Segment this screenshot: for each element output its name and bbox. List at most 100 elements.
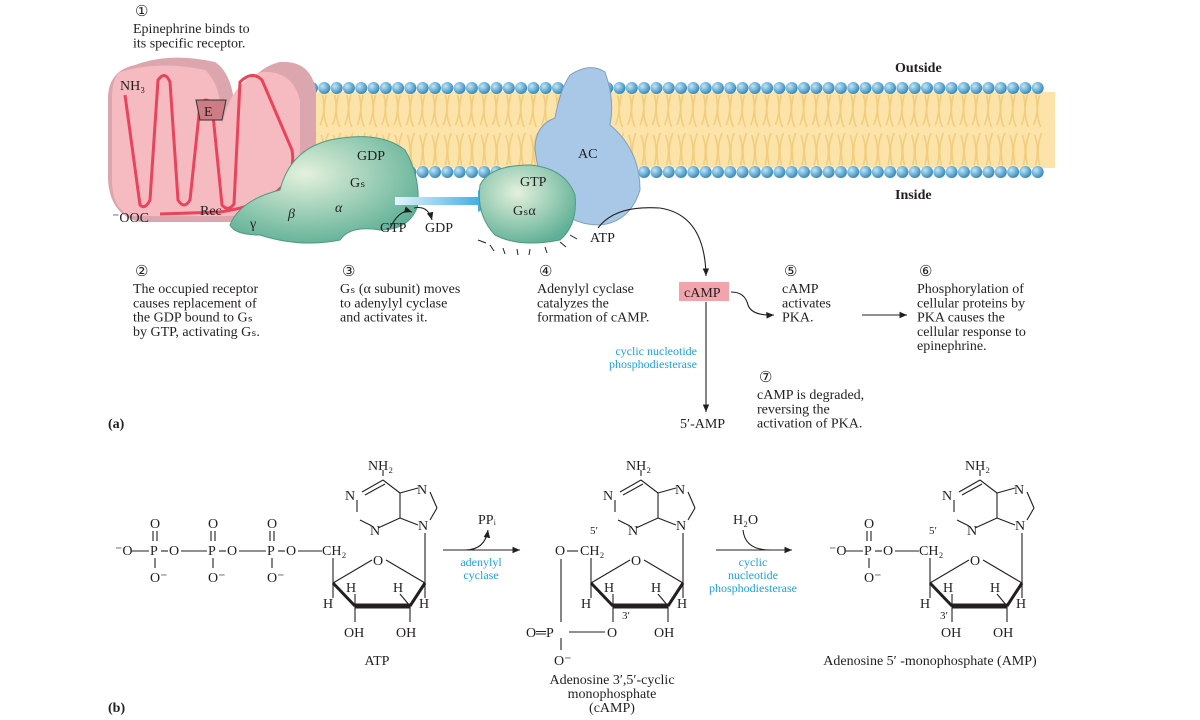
lipid-head (945, 166, 958, 178)
inside-label: Inside (895, 188, 932, 203)
lipid-tail (811, 94, 822, 166)
lipid-head (994, 166, 1007, 178)
n7-label: N (675, 483, 685, 498)
bond (996, 487, 1016, 494)
atp-name: ATP (365, 654, 390, 669)
bond (590, 559, 631, 584)
lipid-head (478, 166, 491, 178)
lipid-tail (627, 94, 637, 166)
lipid-head (367, 82, 380, 94)
lipid-tail (344, 94, 354, 166)
camp-name-1: Adenosine 3′,5′-cyclic (549, 673, 674, 688)
ch2-label: CH₂ (919, 544, 943, 559)
lipid-head (404, 82, 417, 94)
h-label: H (581, 597, 591, 612)
bond (331, 581, 357, 608)
lipid-tail (405, 94, 416, 166)
o-minus-label: O⁻ (554, 654, 572, 669)
step-text-line: activates (782, 296, 831, 311)
lipid-head (613, 82, 626, 94)
bond (979, 479, 998, 494)
lipid-head (342, 82, 355, 94)
lipid-head (527, 82, 540, 94)
step-number: ④ (539, 264, 552, 280)
lipid-head (761, 82, 774, 94)
oh-label: OH (941, 626, 961, 641)
bond (657, 593, 669, 607)
lipid-head (933, 166, 946, 178)
bond (982, 559, 1023, 584)
bond (657, 487, 677, 494)
o-bridge-label: O (286, 544, 296, 559)
h-label: H (323, 597, 333, 612)
p-label: P (208, 544, 216, 559)
lipid-head (662, 166, 675, 178)
lipid-tail (737, 94, 748, 166)
lipid-tail (504, 94, 514, 166)
step-text-line: Gₛ (α subunit) moves (340, 282, 460, 297)
lipid-head (908, 166, 921, 178)
lipid-tail (860, 94, 871, 166)
ring-o-label: O (631, 554, 641, 569)
bond (359, 519, 373, 527)
lipid-head (502, 82, 515, 94)
bond (687, 507, 696, 521)
bond (635, 517, 659, 529)
lipid-head (355, 82, 368, 94)
ring-o-label: O (970, 554, 980, 569)
lipid-head (675, 166, 687, 178)
lipid-head (625, 82, 638, 94)
cell-membrane (305, 82, 1055, 178)
bond (996, 593, 1008, 607)
lipid-head (392, 82, 405, 94)
bond (929, 559, 970, 584)
o-bridge-label: O (169, 544, 179, 559)
lipid-head (785, 166, 798, 178)
lipid-head (441, 166, 454, 178)
lipid-tail (356, 94, 366, 166)
lipid-head (724, 166, 737, 178)
lipid-tail (479, 94, 489, 166)
lipid-head (921, 166, 933, 178)
nh2-label: NH₂ (965, 459, 990, 474)
lipid-head (429, 82, 441, 94)
lipid-tail (1008, 94, 1018, 166)
rec-label: Rec (200, 204, 222, 219)
lipid-head (773, 166, 786, 178)
lipid-head (798, 166, 810, 178)
h-label: H (943, 581, 953, 596)
lipid-tail (651, 94, 662, 166)
bond (332, 559, 373, 584)
adenylyl-cyclase-label-2: cyclase (463, 568, 498, 582)
step-number: ⑤ (784, 264, 797, 280)
step-text-line: cAMP (782, 282, 819, 297)
o-double-label: O (267, 517, 277, 532)
n7-label: N (417, 483, 427, 498)
lipid-tail (381, 94, 391, 166)
lipid-head (748, 82, 761, 94)
lipid-head (675, 82, 687, 94)
lipid-head (933, 82, 946, 94)
n3-label: N (967, 524, 977, 539)
bond (399, 593, 411, 607)
p-label: P (150, 544, 158, 559)
bond (382, 479, 401, 494)
bond (928, 581, 954, 608)
lipid-tail (750, 94, 760, 166)
n1-label: N (345, 489, 355, 504)
exchange-gtp-label: GTP (380, 221, 407, 236)
lipid-tail (639, 94, 649, 166)
lipid-tail (540, 94, 551, 166)
lipid-head (847, 82, 860, 94)
lipid-tail (873, 94, 883, 166)
lipid-tail (971, 94, 981, 166)
lipid-head (970, 166, 983, 178)
lipid-head (515, 82, 528, 94)
lipid-head (785, 82, 798, 94)
bond (958, 479, 981, 493)
lipid-tail (762, 94, 772, 166)
h-label: H (651, 581, 661, 596)
